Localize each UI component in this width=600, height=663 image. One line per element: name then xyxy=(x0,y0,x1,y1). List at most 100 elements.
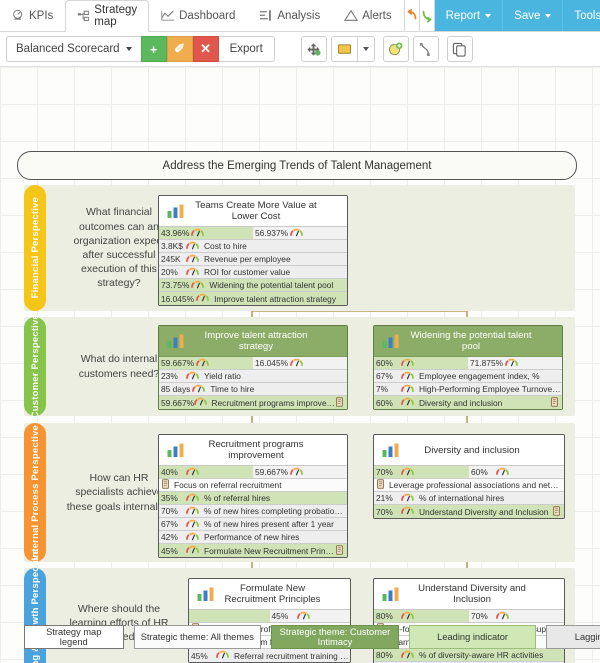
kpi-cell-right[interactable]: 56.937% xyxy=(253,227,347,239)
strategy-card-teams-create-more-value[interactable]: Teams Create More Value at Lower Cost 43.… xyxy=(158,195,348,306)
gauge-icon xyxy=(186,371,199,382)
kpi-row[interactable]: 42%Performance of new hires xyxy=(159,531,347,544)
kpi-row[interactable]: Leverage professional associations and n… xyxy=(374,479,564,492)
kpi-split-row: 45% xyxy=(189,610,350,623)
kpi-row[interactable]: 67%% of new hires present after 1 year xyxy=(159,518,347,531)
gauge-icon xyxy=(186,467,199,478)
strategy-card-improve-talent-attraction-strategy[interactable]: Improve talent attraction strategy 59.667… xyxy=(158,325,348,410)
card-title: Widening the potential talent pool xyxy=(410,330,532,352)
tools-menu-label: Tools xyxy=(574,9,600,22)
card-title: Improve talent attraction strategy xyxy=(204,330,308,352)
tab-kpis[interactable]: KPIs xyxy=(0,0,65,31)
kpi-cell-left[interactable]: 80% xyxy=(374,610,469,622)
kpi-value: 59.667% xyxy=(255,467,289,477)
legend-theme-customer-intimacy[interactable]: Strategic theme: Customer Intimacy xyxy=(271,625,399,649)
kpi-cell-left[interactable] xyxy=(189,610,270,622)
kpi-row[interactable]: 60%Diversity and inclusion xyxy=(374,396,562,409)
kpi-row[interactable]: 59.667%Recruitment programs improvement xyxy=(159,396,347,409)
legend-label: Strategic theme: Customer Intimacy xyxy=(279,626,391,647)
tab-dashboard[interactable]: Dashboard xyxy=(149,0,247,31)
edit-button[interactable]: ✐ xyxy=(166,36,193,62)
kpi-row[interactable]: 3.8K$Cost to hire xyxy=(159,240,347,253)
kpi-cell-left[interactable]: 60% xyxy=(374,357,468,369)
kpi-row[interactable]: Focus on referral recruitment xyxy=(159,479,347,492)
kpi-cell-left[interactable]: 59.667% xyxy=(159,357,253,369)
shape-fill-icon[interactable] xyxy=(330,36,357,62)
move-node-icon[interactable] xyxy=(300,36,327,62)
legend-theme-all-themes[interactable]: Strategic theme: All themes xyxy=(133,625,262,649)
add-button[interactable]: + xyxy=(140,36,167,62)
strategy-map-canvas[interactable]: Address the Emerging Trends of Talent Ma… xyxy=(0,67,600,663)
document-icon xyxy=(336,396,343,409)
gauge-icon xyxy=(186,254,199,265)
kpi-cell-right[interactable]: 60% xyxy=(469,466,564,478)
tab-strategy-map[interactable]: Strategy map xyxy=(65,0,150,32)
card-header: Recruitment programs improvement xyxy=(159,435,347,466)
tab-label: Alerts xyxy=(362,9,392,22)
add-button-label: + xyxy=(149,41,158,57)
kpi-row[interactable]: 70%% of new hires completing probationar… xyxy=(159,505,347,518)
kpi-row[interactable]: 67%Employee engagement index, % xyxy=(374,370,562,383)
kpi-cell-left[interactable]: 40% xyxy=(159,466,253,478)
kpi-split-row: 70%60% xyxy=(374,466,564,479)
legend-strategy-map-legend[interactable]: Strategy map legend xyxy=(24,625,124,649)
gauge-icon xyxy=(401,358,414,369)
kpi-row[interactable]: 21%% of international hires xyxy=(374,492,564,505)
kpi-value: 16.045% xyxy=(161,293,195,304)
kpi-value: 67% xyxy=(161,519,178,529)
kpi-cell-right[interactable]: 59.667% xyxy=(253,466,347,478)
kpi-cell-right[interactable]: 16.045% xyxy=(253,357,347,369)
legend-leading-indicator[interactable]: Leading indicator xyxy=(408,625,537,649)
export-button[interactable]: Export xyxy=(218,36,275,62)
undo-arrow-icon[interactable] xyxy=(403,0,420,31)
kpi-cell-right[interactable]: 71.875% xyxy=(468,357,562,369)
shape-fill-dropdown-icon[interactable] xyxy=(356,36,375,62)
kpi-row[interactable]: 16.045%Improve talent attraction strateg… xyxy=(159,292,347,305)
tools-menu-button[interactable]: Tools xyxy=(563,0,600,31)
gauge-icon xyxy=(401,371,414,382)
strategy-card-widening-the-potential-talent-pool[interactable]: Widening the potential talent pool 60%71.… xyxy=(373,325,563,410)
kpi-row[interactable]: 73.75%Widening the potential talent pool xyxy=(159,279,347,292)
kpi-row[interactable]: 23%Yield ratio xyxy=(159,370,347,383)
tab-analysis[interactable]: Analysis xyxy=(247,0,332,31)
gauge-icon xyxy=(186,493,199,504)
delete-button[interactable]: ✕ xyxy=(192,36,219,62)
connector-icon[interactable] xyxy=(412,36,439,62)
kpi-cell-right[interactable]: 45% xyxy=(269,610,350,622)
kpi-row[interactable]: 45%Formulate New Recruitment Principles xyxy=(159,544,347,557)
document-icon xyxy=(162,479,169,491)
redo-arrow-icon[interactable] xyxy=(419,0,435,31)
kpi-name: Time to hire xyxy=(210,384,255,394)
scorecard-select[interactable]: Balanced Scorecard xyxy=(6,36,141,62)
page-title[interactable]: Address the Emerging Trends of Talent Ma… xyxy=(17,151,577,180)
strategy-card-formulate-new-recruitment-principles[interactable]: Formulate New Recruitment Principles45%R… xyxy=(188,578,351,663)
gauge-icon xyxy=(192,384,206,395)
chevron-down-icon xyxy=(545,13,552,18)
kpi-row[interactable]: 70%Understand Diversity and Inclusion xyxy=(374,505,564,518)
report-menu-button[interactable]: Report xyxy=(434,0,504,31)
kpi-row[interactable]: 7%High-Performing Employee Turnover, % xyxy=(374,383,562,396)
kpi-row[interactable]: 45%Referral recruitment training penetra… xyxy=(189,649,350,662)
kpi-name: Recruitment programs improvement xyxy=(211,397,335,408)
kpi-row[interactable]: 35%% of referral hires xyxy=(159,492,347,505)
main-toolbar: Balanced Scorecard + ✐ ✕ Export xyxy=(0,32,600,67)
gauge-icon xyxy=(401,611,414,622)
kpi-row[interactable]: 20%ROI for customer value xyxy=(159,266,347,279)
kpi-cell-left[interactable]: 43.96% xyxy=(159,227,253,239)
legend-lagging-indicator[interactable]: Lagging indicator xyxy=(546,625,600,649)
document-icon xyxy=(553,505,560,518)
tab-alerts[interactable]: Alerts xyxy=(332,0,403,31)
kpi-cell-left[interactable]: 70% xyxy=(374,466,469,478)
kpi-row[interactable]: 80%% of diversity-aware HR activities xyxy=(374,649,564,662)
kpi-cell-right[interactable]: 70% xyxy=(469,610,564,622)
add-node-icon[interactable] xyxy=(382,36,409,62)
chevron-down-icon xyxy=(362,47,369,51)
card-title: Teams Create More Value at Lower Cost xyxy=(195,200,317,222)
save-menu-button[interactable]: Save xyxy=(503,0,564,31)
copy-icon[interactable] xyxy=(446,36,473,62)
